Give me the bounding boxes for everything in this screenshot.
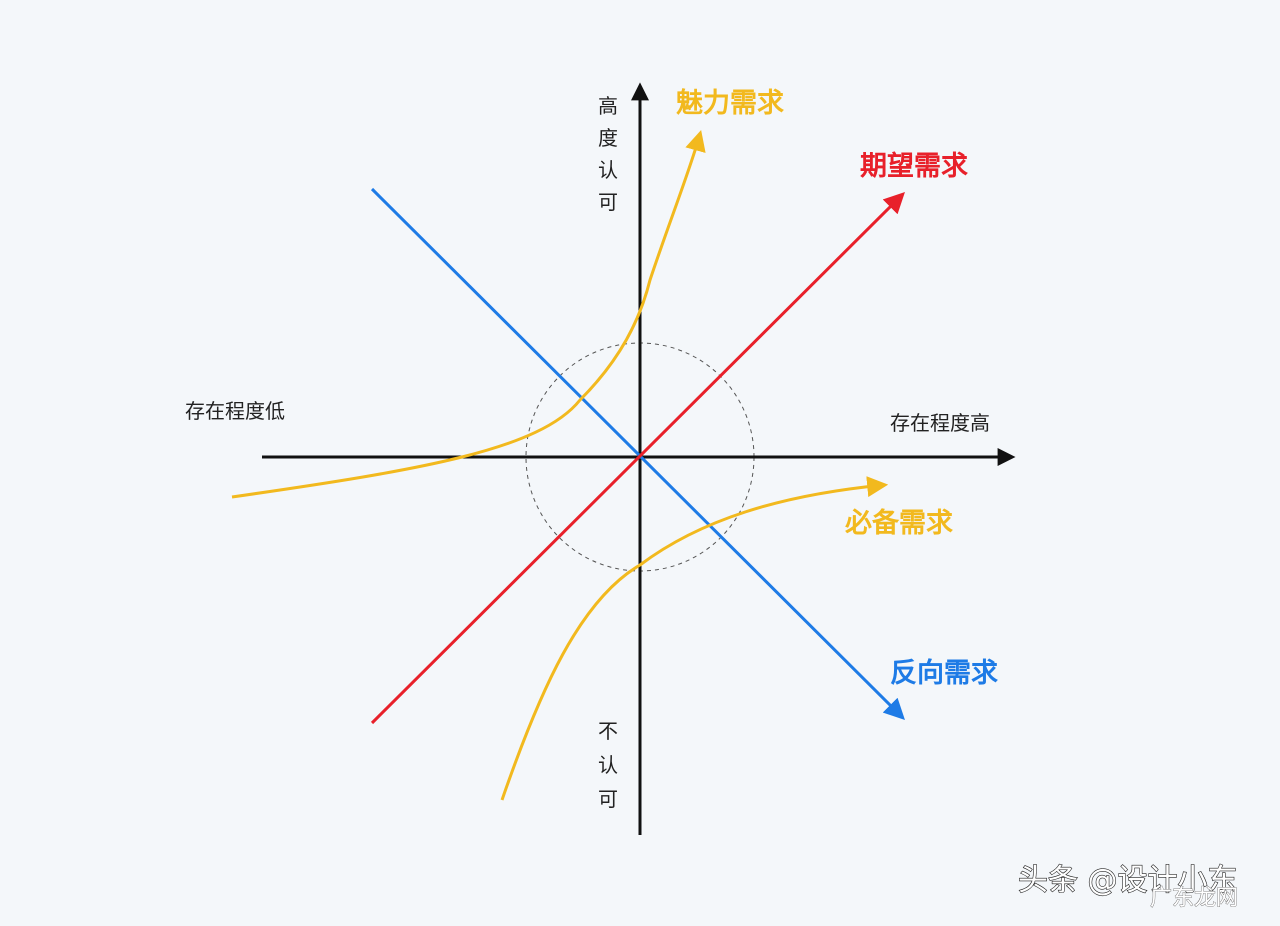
must-be-requirement-label: 必备需求 xyxy=(845,508,953,539)
x-axis-high-label: 存在程度高 xyxy=(890,411,990,435)
performance-requirement-label: 期望需求 xyxy=(860,151,968,182)
y-axis-top-label-char: 可 xyxy=(598,190,618,214)
y-axis-top-label-char: 度 xyxy=(598,126,618,150)
y-axis-bottom-label-char: 认 xyxy=(598,753,618,777)
attractive-requirement-label: 魅力需求 xyxy=(676,88,784,119)
watermark-main: 头条 @设计小东 xyxy=(1018,863,1238,898)
reverse-requirement-label: 反向需求 xyxy=(890,657,998,689)
y-axis-top-label-char: 高 xyxy=(598,94,618,118)
y-axis-top-label-char: 认 xyxy=(598,158,618,182)
y-axis-bottom-label-char: 不 xyxy=(598,719,618,743)
y-axis-bottom-label-char: 可 xyxy=(598,787,618,811)
watermark-sub: 广东龙网 xyxy=(1150,886,1238,911)
must-be-requirement-curve xyxy=(500,476,889,801)
attractive-requirement-curve xyxy=(231,129,706,499)
x-axis-low-label: 存在程度低 xyxy=(185,399,285,423)
performance-requirement-line xyxy=(370,192,905,725)
reverse-requirement-line xyxy=(370,187,905,720)
